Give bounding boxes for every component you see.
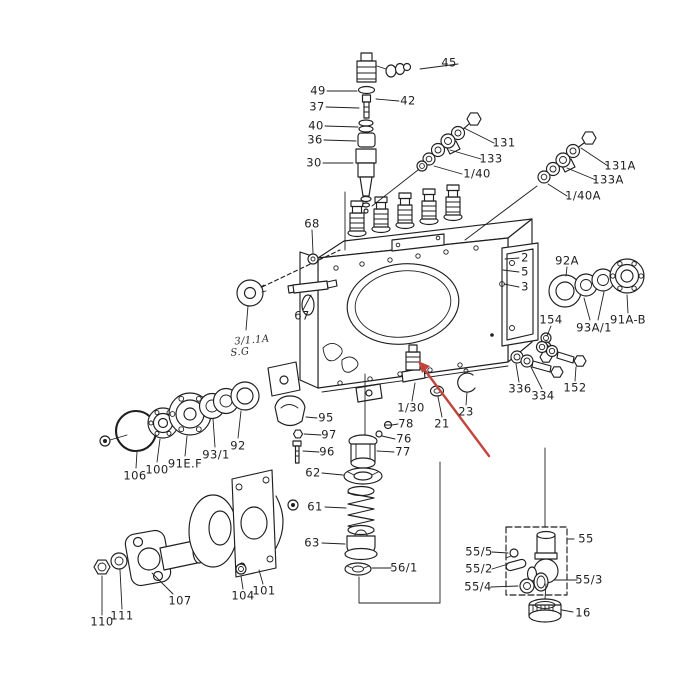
pump-body	[267, 184, 539, 403]
leader-lines	[101, 63, 629, 616]
bearing-cap-group	[274, 395, 306, 464]
union-fitting-set-140A	[464, 131, 597, 241]
coupling-assembly	[93, 469, 299, 587]
left-bearing-train	[99, 381, 260, 453]
tappet-column	[343, 461, 441, 604]
delivery-element-group	[348, 373, 393, 469]
valve-unit	[505, 447, 568, 623]
union-fitting-set-140	[371, 112, 482, 207]
right-bearing-set	[539, 258, 645, 363]
red-pointer-arrow	[418, 361, 491, 458]
injector-assembly	[344, 52, 412, 251]
side-bolts	[510, 340, 587, 378]
spare-holder-group	[401, 344, 476, 397]
side-plug-and-rod	[236, 249, 341, 331]
